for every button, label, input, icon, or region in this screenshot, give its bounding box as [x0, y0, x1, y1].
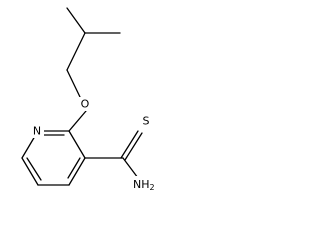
amine-subscript: 2 [150, 183, 155, 192]
oxygen-label: O [81, 98, 90, 111]
bond-ring-c4-c3 [68, 157, 86, 186]
bond-ring-double-inner-2 [26, 157, 42, 181]
amine-label-bg [131, 176, 161, 192]
molecule-structure: O N S NH2 [21, 7, 161, 192]
oxygen-label-bg [78, 97, 92, 111]
bond-carbon-sulfur-2 [124, 132, 143, 161]
bond-carbon-amine [122, 157, 139, 179]
bond-methyl-left [66, 7, 86, 34]
bond-ch2-to-oxygen [66, 69, 81, 98]
amine-text: NH [133, 178, 150, 191]
bond-oxygen-to-ring [68, 110, 87, 132]
sulfur-label-bg [139, 114, 153, 128]
sulfur-label: S [143, 115, 150, 128]
amine-label: NH2 [133, 178, 155, 192]
bond-ring-double-inner-3 [67, 157, 81, 179]
bond-branch-to-ch2 [66, 32, 86, 71]
bond-carbon-sulfur-1 [120, 130, 139, 159]
nitrogen-label: N [33, 125, 41, 138]
bond-ring-c6-c5 [21, 157, 39, 186]
bond-ring-c3-c2 [68, 130, 86, 159]
nitrogen-label-bg [30, 124, 44, 138]
